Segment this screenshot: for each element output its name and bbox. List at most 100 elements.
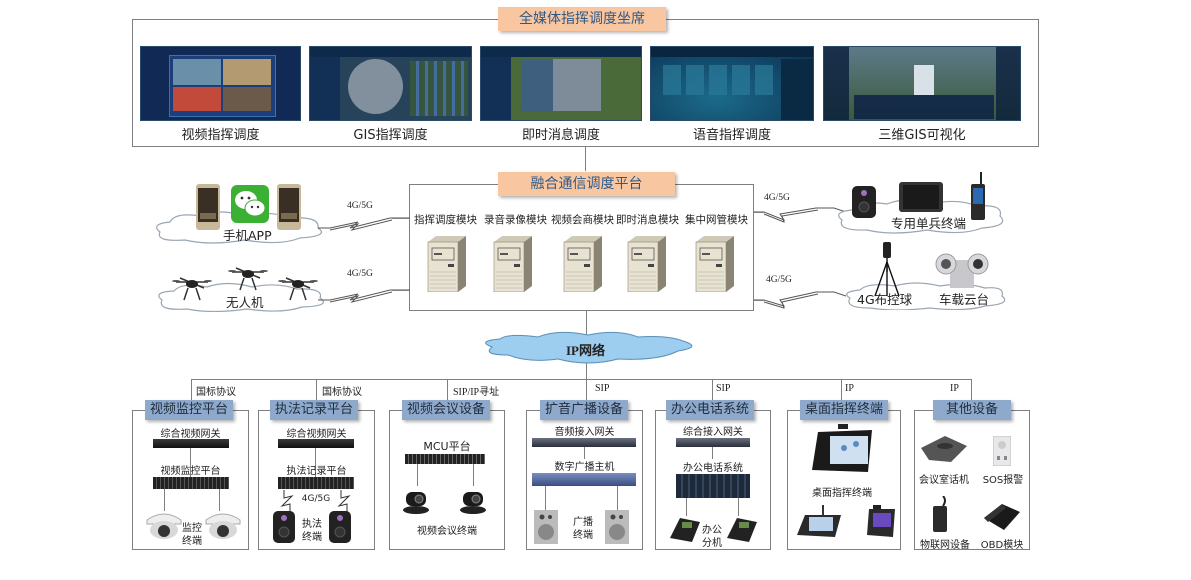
connector-mobile-platform <box>392 218 409 219</box>
dome-camera-icon <box>146 513 182 539</box>
screen-voice-dispatch-label: 语音指挥调度 <box>692 128 771 143</box>
device-label: 会议室话机 <box>919 475 969 486</box>
cloud-ptz <box>846 282 1006 310</box>
device-label: 桌面指挥终端 <box>812 488 872 499</box>
link-4g5g-ptz: 4G/5G <box>766 275 792 285</box>
gateway-device-icon <box>278 439 354 448</box>
cloud-drone <box>158 282 324 312</box>
conference-camera-icon <box>460 492 486 514</box>
screen-3d-gis[interactable] <box>823 46 1021 121</box>
gateway-device-icon <box>153 439 229 448</box>
tripod-ball-icon <box>874 242 900 297</box>
screen-voice-dispatch[interactable] <box>650 46 814 121</box>
device-label: 广播 终端 <box>573 517 593 541</box>
device-label: SOS报警 <box>982 475 1024 486</box>
drop-line <box>971 379 972 401</box>
cloud-soldier-terminal-label: 专用单兵终端 <box>891 216 967 231</box>
conference-camera-icon <box>403 492 429 514</box>
subsystem-title: 视频会议设备 <box>402 400 490 420</box>
module-video-conference: 视频会商模块 <box>551 214 614 226</box>
broadcast-host-icon <box>532 473 636 486</box>
desk-phone-icon <box>670 518 700 542</box>
device-label: 综合视频网关 <box>286 429 347 440</box>
protocol-label: SIP <box>595 383 610 394</box>
subsystem-title: 扩音广播设备 <box>540 400 628 420</box>
device-label: 数字广播主机 <box>554 462 615 473</box>
screen-im-dispatch[interactable] <box>480 46 642 121</box>
protocol-label: SIP/IP寻址 <box>453 387 500 398</box>
device-label: 视频监控平台 <box>160 466 221 477</box>
dome-camera-icon <box>205 513 241 539</box>
protocol-label: SIP <box>716 383 731 394</box>
cloud-mobile-app-label: 手机APP <box>223 228 272 243</box>
iot-device-icon <box>933 496 947 532</box>
cloud-drone-label: 无人机 <box>226 295 264 310</box>
bodycam-icon <box>273 511 295 543</box>
device-label: 综合视频网关 <box>160 429 221 440</box>
protocol-label: IP <box>845 383 854 394</box>
drop-line <box>841 379 842 401</box>
subsystem-title: 其他设备 <box>933 400 1011 420</box>
video-phone-icon <box>867 505 895 537</box>
network-bus <box>191 379 972 380</box>
module-instant-message: 即时消息模块 <box>616 214 679 226</box>
link-line <box>164 489 165 511</box>
screen-video-dispatch-label: 视频指挥调度 <box>181 128 260 143</box>
wireless-link-icon <box>280 490 294 512</box>
video-phone-icon <box>797 505 841 537</box>
radio-handset-icon <box>971 172 985 220</box>
module-recording: 录音录像模块 <box>484 214 547 226</box>
link-line <box>686 498 687 516</box>
link-line <box>545 486 546 510</box>
audio-gateway-icon <box>532 438 636 447</box>
phone-icon <box>196 184 220 230</box>
conference-phone-icon <box>921 436 967 462</box>
nvr-device-icon <box>153 477 229 489</box>
link-line <box>584 447 585 459</box>
server-icon <box>627 236 666 292</box>
drop-line <box>712 379 713 401</box>
screen-gis-dispatch-label: GIS指挥调度 <box>353 128 428 143</box>
link-4g5g-soldier: 4G/5G <box>764 193 790 203</box>
device-label: 综合接入网关 <box>683 427 743 438</box>
drone-icon <box>228 267 268 291</box>
server-icon <box>427 236 466 292</box>
drop-line <box>586 379 587 401</box>
connector-drone-platform <box>392 290 409 291</box>
wireless-link-icon <box>337 490 351 512</box>
link-line <box>190 448 191 478</box>
device-label: 物联网设备 <box>920 540 970 551</box>
subsystem-title: 桌面指挥终端 <box>800 400 888 420</box>
wireless-link-icon <box>318 217 410 231</box>
mcu-device-icon <box>405 454 485 464</box>
module-command: 指挥调度模块 <box>414 214 477 226</box>
desk-phone-icon <box>727 518 757 542</box>
protocol-label: 国标协议 <box>322 387 362 398</box>
link-line <box>219 489 220 511</box>
speaker-icon <box>605 510 629 544</box>
link-line <box>738 498 739 516</box>
speaker-icon <box>534 510 558 544</box>
screen-gis-dispatch[interactable] <box>309 46 472 121</box>
vehicle-ptz-icon <box>935 253 989 288</box>
link-4g5g-mobile: 4G/5G <box>347 201 373 211</box>
subsystem-video-conference <box>389 410 505 550</box>
server-icon <box>563 236 602 292</box>
device-label: 音频接入网关 <box>554 427 615 438</box>
tablet-icon <box>899 182 943 212</box>
bodycam-icon <box>329 511 351 543</box>
wireless-link-icon <box>754 291 846 309</box>
sos-alarm-icon <box>993 436 1011 466</box>
device-label: 办公电话系统 <box>683 463 743 474</box>
protocol-label: 国标协议 <box>196 387 236 398</box>
wechat-icon <box>231 185 269 223</box>
device-label: 视频会议终端 <box>417 526 477 537</box>
connector-platform-soldier <box>754 212 766 213</box>
device-label: 执法 终端 <box>302 519 322 543</box>
link-line <box>617 486 618 510</box>
screen-video-dispatch[interactable] <box>140 46 301 121</box>
connector-top-platform <box>585 147 586 171</box>
pbx-chassis-icon <box>676 474 750 498</box>
command-seat-title: 全媒体指挥调度坐席 <box>498 7 666 31</box>
ip-network-cloud <box>485 331 693 364</box>
